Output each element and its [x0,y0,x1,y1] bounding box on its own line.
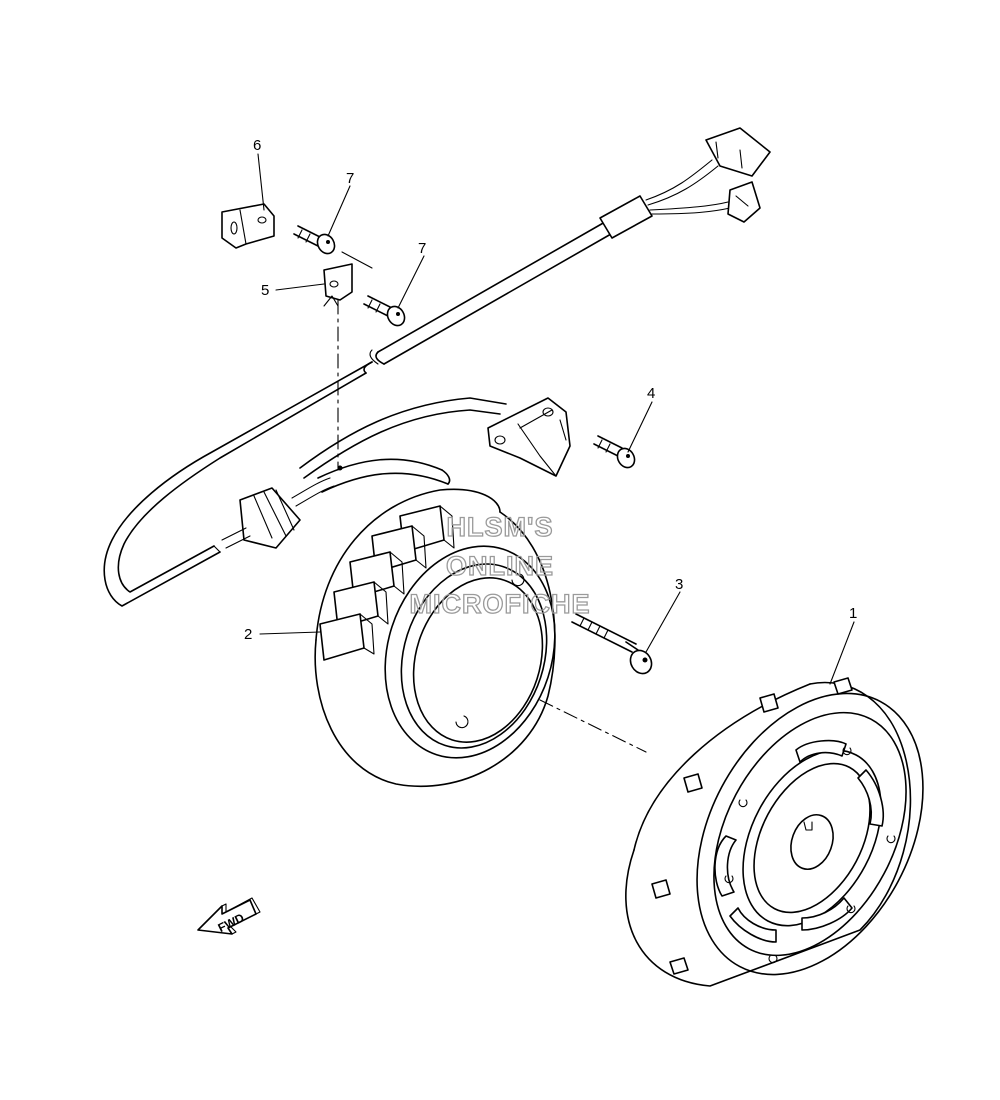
stator-assembly [314,488,556,788]
cable-clamp [323,251,373,307]
flywheel-rotor [625,677,924,987]
watermark: HLSM'S ONLINE MICROFICHE [409,511,591,619]
screw-pickup [593,435,636,469]
callout-5: 5 [261,282,269,299]
callout-3: 3 [675,576,683,593]
coupler-connector-small [727,181,761,223]
callout-2: 2 [244,626,252,643]
watermark-line-2: ONLINE [446,551,554,581]
center-line [539,699,647,753]
callout-7-upper: 7 [346,170,354,187]
bracket [221,203,275,249]
callout-4: 4 [647,385,655,402]
wire-grommet [239,487,301,549]
callout-6: 6 [253,137,261,154]
coupler-connector-large [705,127,771,177]
screw-upper [293,225,336,255]
fwd-arrow-icon: FWD [197,897,261,935]
screw-lower [363,295,406,327]
leader-lines [257,153,855,685]
callout-1: 1 [849,605,857,622]
watermark-line-3: MICROFICHE [410,589,591,619]
stator-bolt [571,613,653,675]
wire-harness [103,127,771,607]
pickup-coil [487,397,571,477]
callout-7-lower: 7 [418,240,426,257]
watermark-line-1: HLSM'S [447,512,554,542]
